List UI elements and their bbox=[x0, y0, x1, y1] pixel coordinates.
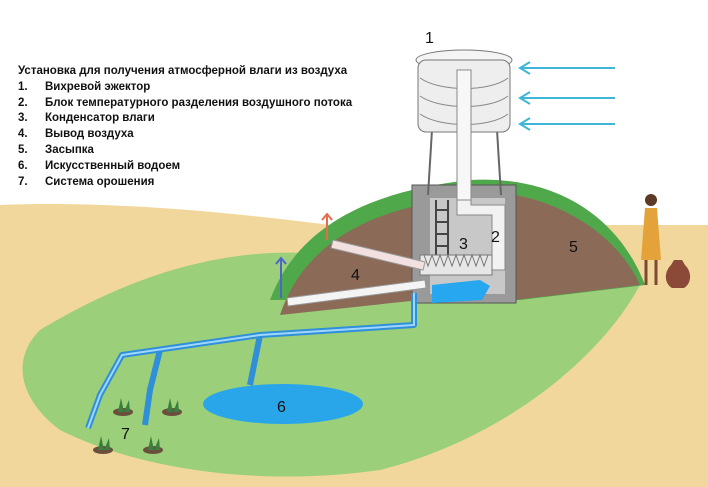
woman-figure bbox=[641, 194, 661, 285]
exhaust-arrows bbox=[275, 212, 333, 298]
diagram-title: Установка для получения атмосферной влаг… bbox=[18, 65, 348, 77]
callout-6: 6 bbox=[277, 399, 286, 416]
outlet-pipe-lower bbox=[286, 279, 427, 307]
inlet-arrows bbox=[518, 61, 615, 131]
callout-5: 5 bbox=[569, 239, 578, 256]
callout-3: 3 bbox=[459, 236, 468, 253]
water-collector bbox=[432, 280, 490, 303]
legend-list: 1.Вихревой эжектор 2.Блок температурного… bbox=[18, 80, 352, 191]
legend-item: 4.Вывод воздуха bbox=[18, 128, 134, 141]
legend-item: 6.Искусственный водоем bbox=[18, 159, 181, 172]
water-pipes-highlight bbox=[87, 293, 415, 429]
mound-soil-right bbox=[515, 195, 640, 300]
legend-item: 1.Вихревой эжектор bbox=[18, 80, 151, 93]
pipe-bend bbox=[456, 199, 506, 271]
artificial-pond bbox=[203, 384, 363, 424]
clay-jug bbox=[665, 260, 691, 288]
legend-panel: Установка для получения атмосферной влаг… bbox=[18, 64, 352, 190]
callout-7: 7 bbox=[121, 426, 130, 443]
grass-field bbox=[22, 252, 641, 477]
callout-2: 2 bbox=[491, 229, 500, 246]
legend-item: 5.Засыпка bbox=[18, 143, 94, 156]
condenser-fins bbox=[419, 253, 493, 276]
callout-1: 1 bbox=[425, 30, 434, 47]
legend-item: 2.Блок температурного разделения воздушн… bbox=[18, 96, 353, 109]
legend-item: 3.Конденсатор влаги bbox=[18, 112, 155, 125]
irrigation-plants bbox=[93, 398, 182, 454]
outlet-pipe-upper bbox=[330, 239, 426, 271]
legend-item: 7.Система орошения bbox=[18, 175, 155, 188]
callout-4: 4 bbox=[351, 267, 360, 284]
ladder bbox=[435, 200, 449, 260]
central-pipe bbox=[456, 69, 472, 211]
